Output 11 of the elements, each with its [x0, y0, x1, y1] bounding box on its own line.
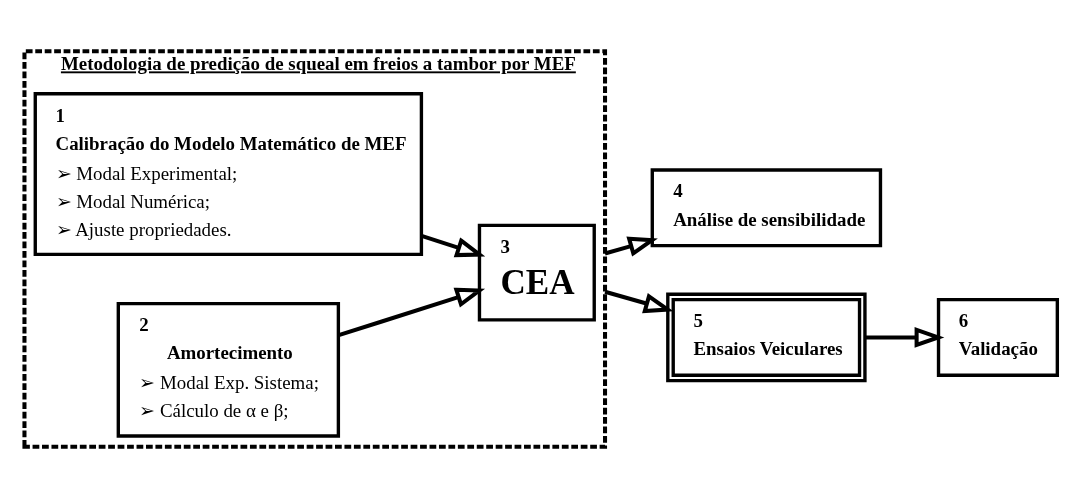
node-box: 6 Validação [936, 297, 1060, 377]
arrow [604, 289, 674, 314]
node-box: 2 Amortecimento ➢ Modal Exp. Sistema; ➢ Cálculo de α e β; [116, 302, 341, 438]
arrow [604, 236, 658, 257]
node-box: 1 Calibração do Modelo Matemático de MEF ➢ Modal Experimental; ➢ Modal Numérica; ➢ Ajuste propriedades. [33, 92, 424, 257]
arrow [338, 287, 486, 338]
arrow [865, 327, 945, 348]
node-box: 3 CEA [477, 223, 596, 322]
node-box: 5 Ensaios Veiculares [666, 292, 867, 383]
node-box: 4 Análise de sensibilidade [650, 168, 883, 248]
arrow [421, 234, 486, 258]
